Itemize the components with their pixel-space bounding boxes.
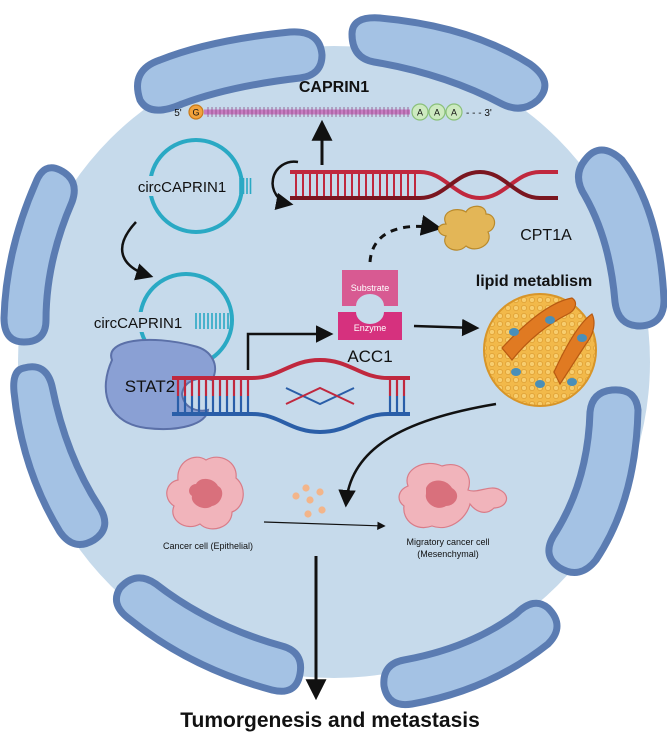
stat2-protein: STAT2 <box>104 338 217 430</box>
circcaprin1-mid-label: circCAPRIN1 <box>94 315 182 332</box>
polya-label: A <box>434 108 440 118</box>
membrane-segment <box>10 363 109 548</box>
epithelial-cell: Cancer cell (Epithelial) <box>163 456 253 551</box>
caprin1-label: CAPRIN1 <box>299 79 369 96</box>
emt-transition-arrow <box>263 521 386 530</box>
cpt1a-protein: CPT1A <box>437 205 572 251</box>
polya-label: A <box>451 108 457 118</box>
polya-label: A <box>417 108 423 118</box>
acc1-enzyme: Substrate Enzyme ACC1 <box>338 270 402 366</box>
lipid-droplet: lipid metablism <box>476 273 597 407</box>
unwind-arrow <box>271 160 299 210</box>
mesenchymal-label-line1: Migratory cancer cell <box>406 537 489 547</box>
membrane-segment <box>112 574 305 695</box>
polya-circle <box>428 103 446 121</box>
cap-circle <box>188 104 204 120</box>
enzyme-label: Enzyme <box>354 323 387 333</box>
five-prime-label: 5' <box>174 108 182 119</box>
mrna-ticks <box>207 107 409 117</box>
activation-arrow <box>246 325 334 370</box>
circcaprin1-top: circCAPRIN1 <box>130 138 252 234</box>
mesenchymal-label-line2: (Mesenchymal) <box>417 549 479 559</box>
mesenchymal-cell: Migratory cancer cell (Mesenchymal) <box>398 462 508 559</box>
substrate-label: Substrate <box>351 283 390 293</box>
promoter-dna <box>172 357 410 435</box>
polya-circle <box>411 103 429 121</box>
caprin1-mrna: CAPRIN1 5' G A A A - - - 3' <box>174 79 492 121</box>
cap-label: G <box>192 108 199 118</box>
stat2-label: STAT2 <box>125 377 175 396</box>
membrane-segment <box>545 386 642 576</box>
lipid-label: lipid metablism <box>476 273 592 290</box>
outcome-label: Tumorgenesis and metastasis <box>180 709 480 732</box>
circcaprin1-mid: circCAPRIN1 <box>76 272 234 368</box>
epithelial-label: Cancer cell (Epithelial) <box>163 541 253 551</box>
emt-arrow <box>338 402 497 508</box>
acc1-label: ACC1 <box>347 347 392 366</box>
membrane-segment <box>575 146 667 330</box>
three-prime-label: - - - 3' <box>466 108 492 119</box>
polya-circle <box>445 103 463 121</box>
cpt1a-label: CPT1A <box>520 227 572 244</box>
exosome-particles <box>292 484 326 518</box>
dna-helix <box>271 160 558 210</box>
membrane-segment <box>348 14 549 112</box>
lipid-arrow <box>413 318 480 337</box>
membrane-segment <box>0 164 78 346</box>
membrane-segment <box>380 599 561 709</box>
binding-arrow <box>120 221 154 281</box>
circcaprin1-top-label: circCAPRIN1 <box>138 179 226 196</box>
membrane-segment <box>134 28 326 114</box>
cell-membrane <box>0 14 667 709</box>
